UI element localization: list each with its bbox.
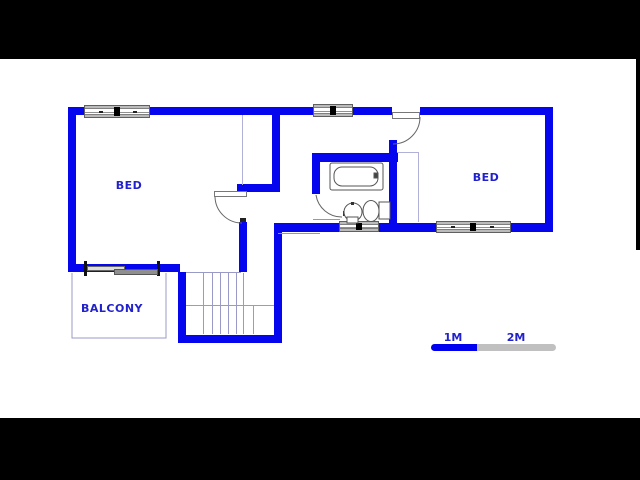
scale-label-1m: 1M bbox=[443, 331, 463, 344]
wall-bath-right bbox=[389, 140, 397, 232]
scale-bar-first-meter bbox=[431, 344, 477, 351]
doorframe-bed2-entry bbox=[392, 112, 420, 119]
room-label-balcony: BALCONY bbox=[80, 302, 143, 315]
sliding-door-jamb bbox=[157, 261, 160, 276]
doorframe-bed1-entry bbox=[214, 191, 247, 197]
window-bed2-bottom bbox=[436, 221, 511, 233]
door-leaf-tip-bed1 bbox=[240, 218, 246, 222]
stairs bbox=[186, 272, 274, 334]
window-mullion bbox=[356, 223, 362, 230]
letterbox-bottom bbox=[0, 418, 640, 480]
window-mullion bbox=[114, 107, 120, 116]
window-tick bbox=[99, 110, 103, 113]
letterbox-right-sliver bbox=[636, 0, 640, 250]
door-swings bbox=[214, 116, 421, 224]
wall-exterior-right bbox=[545, 107, 553, 232]
wall-hall-bottom-a bbox=[274, 223, 340, 232]
letterbox-top bbox=[0, 0, 640, 59]
window-tick bbox=[133, 110, 137, 113]
basin-counter bbox=[378, 201, 391, 220]
window-bath-bottom bbox=[339, 221, 379, 232]
scale-bar-second-meter bbox=[477, 344, 556, 351]
wall-top-left-segment bbox=[68, 107, 392, 115]
room-label-bed2: BED bbox=[472, 171, 500, 184]
wall-hall-bottom-c bbox=[510, 223, 553, 232]
bathtub-inner bbox=[333, 166, 379, 187]
wall-stair-left bbox=[178, 272, 186, 343]
balcony-outline bbox=[71, 273, 167, 339]
window-bed1-top bbox=[84, 105, 150, 118]
room-label-bed1: BED bbox=[115, 179, 143, 192]
toilet-cistern bbox=[346, 216, 359, 224]
window-tick bbox=[490, 226, 494, 228]
scale-label-2m: 2M bbox=[506, 331, 526, 344]
door-arc-bed1 bbox=[214, 196, 243, 224]
sliding-door-panel-inner bbox=[114, 269, 158, 275]
wardrobe-lines bbox=[242, 115, 419, 222]
sill-lines bbox=[278, 219, 340, 234]
bathtub-faucet bbox=[373, 172, 379, 179]
sliding-door-panel-outer bbox=[87, 266, 125, 271]
wall-bath-left bbox=[312, 153, 320, 194]
window-hall-top bbox=[313, 104, 353, 117]
wall-top-right-segment bbox=[420, 107, 553, 115]
wall-bed1-stub bbox=[237, 184, 280, 192]
sliding-door-jamb bbox=[84, 261, 87, 276]
wall-bath-top bbox=[312, 153, 398, 162]
toilet-flush-mark bbox=[351, 202, 354, 205]
wall-bed1-right bbox=[272, 115, 280, 192]
door-arc-bed2 bbox=[392, 116, 421, 145]
basin-bowl bbox=[362, 200, 380, 222]
door-arc-bath bbox=[315, 194, 343, 218]
wall-stair-right bbox=[274, 223, 282, 343]
window-mullion bbox=[470, 223, 476, 231]
wall-landing-left bbox=[239, 222, 247, 272]
wall-hall-bottom-b bbox=[378, 223, 437, 232]
wall-stair-bottom bbox=[178, 335, 282, 343]
window-mullion bbox=[330, 106, 336, 115]
wall-exterior-left bbox=[68, 107, 76, 272]
window-tick bbox=[451, 226, 455, 228]
bathroom-fixtures bbox=[329, 162, 391, 224]
